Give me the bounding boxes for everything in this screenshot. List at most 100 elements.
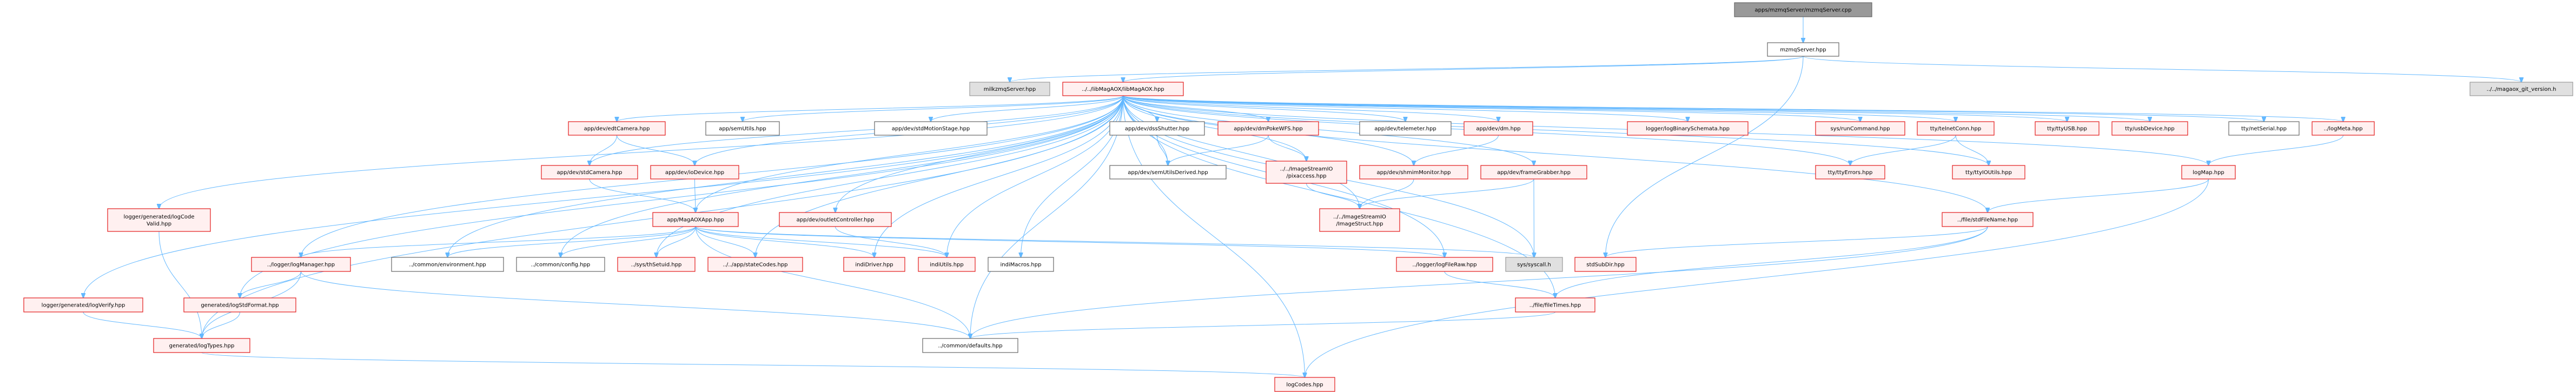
node-box[interactable] xyxy=(1319,208,1400,232)
node-box[interactable] xyxy=(1359,165,1468,180)
node-box[interactable] xyxy=(1952,165,2025,180)
node-box[interactable] xyxy=(1480,165,1587,180)
node-sys-syscall-h[interactable]: sys/syscall.h xyxy=(1505,257,1563,272)
node-tty-usbdevice-hpp[interactable]: tty/usbDevice.hpp xyxy=(2111,121,2188,136)
node-indimacros-hpp[interactable]: indiMacros.hpp xyxy=(988,257,1054,272)
node-app-dev-iodevice-hpp[interactable]: app/dev/ioDevice.hpp xyxy=(650,165,739,180)
node-logger-generated-logverify-hpp[interactable]: logger/generated/logVerify.hpp xyxy=(23,297,143,313)
node-box[interactable] xyxy=(874,121,988,136)
node-box[interactable] xyxy=(107,208,211,232)
node-box[interactable] xyxy=(1767,42,1839,57)
node-app-magaoxapp-hpp[interactable]: app/MagAOXApp.hpp xyxy=(652,212,739,227)
node-box[interactable] xyxy=(1062,82,1184,96)
node-app-dev-dssshutter-hpp[interactable]: app/dev/dssShutter.hpp xyxy=(1109,121,1205,136)
node-box[interactable] xyxy=(1734,2,1872,17)
node-tty-telnetconn-hpp[interactable]: tty/telnetConn.hpp xyxy=(1917,121,1995,136)
node-tty-ttyioutils-hpp[interactable]: tty/ttyIOUtils.hpp xyxy=(1952,165,2025,180)
node-box[interactable] xyxy=(2035,121,2100,136)
node-box[interactable] xyxy=(707,257,803,272)
node-box[interactable] xyxy=(251,257,351,272)
node-sys-runcommand-hpp[interactable]: sys/runCommand.hpp xyxy=(1815,121,1905,136)
node-logger-logbinaryschemata-hpp[interactable]: logger/logBinarySchemata.hpp xyxy=(1627,121,1749,136)
node-app-dev-semutilsderived-hpp[interactable]: app/dev/semUtilsDerived.hpp xyxy=(1109,165,1227,180)
node-box[interactable] xyxy=(2228,121,2300,136)
node-tty-ttyerrors-hpp[interactable]: tty/ttyErrors.hpp xyxy=(1815,165,1885,180)
node-app-dev-telemeter-hpp[interactable]: app/dev/telemeter.hpp xyxy=(1359,121,1452,136)
node-app-dev-dmpokewfs-hpp[interactable]: app/dev/dmPokeWFS.hpp xyxy=(1217,121,1319,136)
node-box[interactable] xyxy=(391,257,504,272)
node-box[interactable] xyxy=(779,212,892,227)
node-box[interactable] xyxy=(922,338,1018,353)
node-generated-logstdformat-hpp[interactable]: generated/logStdFormat.hpp xyxy=(183,297,296,313)
node-file-filetimes-hpp[interactable]: ../file/fileTimes.hpp xyxy=(1515,297,1595,313)
node-app-dev-stdmotionstage-hpp[interactable]: app/dev/stdMotionStage.hpp xyxy=(874,121,988,136)
node-box[interactable] xyxy=(988,257,1054,272)
node-box[interactable] xyxy=(652,212,739,227)
node-box[interactable] xyxy=(2312,121,2375,136)
node-logmeta-hpp[interactable]: ../logMeta.hpp xyxy=(2312,121,2375,136)
node-file-stdfilename-hpp[interactable]: ../file/stdFileName.hpp xyxy=(1942,212,2034,227)
node-box[interactable] xyxy=(1464,121,1533,136)
node-box[interactable] xyxy=(1942,212,2034,227)
node-logmap-hpp[interactable]: logMap.hpp xyxy=(2181,165,2236,180)
node-app-semutils-hpp[interactable]: app/semUtils.hpp xyxy=(705,121,780,136)
node-box[interactable] xyxy=(1359,121,1452,136)
node-box[interactable] xyxy=(1627,121,1749,136)
node-box[interactable] xyxy=(1574,257,1637,272)
node-common-defaults-hpp[interactable]: ../common/defaults.hpp xyxy=(922,338,1018,353)
node-box[interactable] xyxy=(23,297,143,313)
node-logger-logfileraw-hpp[interactable]: ../logger/logFileRaw.hpp xyxy=(1396,257,1493,272)
node-box[interactable] xyxy=(1266,161,1347,184)
node-box[interactable] xyxy=(650,165,739,180)
node-box[interactable] xyxy=(617,257,696,272)
node-milkzmqserver-hpp[interactable]: milkzmqServer.hpp xyxy=(969,82,1050,96)
node-box[interactable] xyxy=(1917,121,1995,136)
node-box[interactable] xyxy=(1515,297,1595,313)
node-logcodes-hpp[interactable]: logCodes.hpp xyxy=(1274,377,1335,392)
node-box[interactable] xyxy=(1505,257,1563,272)
node-sys-thsetuid-hpp[interactable]: ../sys/thSetuid.hpp xyxy=(617,257,696,272)
node-box[interactable] xyxy=(1815,165,1885,180)
node-indidriver-hpp[interactable]: indiDriver.hpp xyxy=(843,257,905,272)
node-common-environment-hpp[interactable]: ../common/environment.hpp xyxy=(391,257,504,272)
node-box[interactable] xyxy=(1815,121,1905,136)
node-apps-mzmqserver-mzmqserver-cpp[interactable]: apps/mzmqServer/mzmqServer.cpp xyxy=(1734,2,1872,17)
node-box[interactable] xyxy=(1396,257,1493,272)
node-app-dev-framegrabber-hpp[interactable]: app/dev/frameGrabber.hpp xyxy=(1480,165,1587,180)
node-app-dev-edtcamera-hpp[interactable]: app/dev/edtCamera.hpp xyxy=(568,121,666,136)
node-tty-ttyusb-hpp[interactable]: tty/ttyUSB.hpp xyxy=(2035,121,2100,136)
node-generated-logtypes-hpp[interactable]: generated/logTypes.hpp xyxy=(153,338,250,353)
node-box[interactable] xyxy=(153,338,250,353)
node-box[interactable] xyxy=(183,297,296,313)
node-app-dev-dm-hpp[interactable]: app/dev/dm.hpp xyxy=(1464,121,1533,136)
node-box[interactable] xyxy=(918,257,976,272)
node-imagestreamio-pixaccess-hpp[interactable]: ../../ImageStreamIO/pixaccess.hpp xyxy=(1266,161,1347,184)
node-mzmqserver-hpp[interactable]: mzmqServer.hpp xyxy=(1767,42,1839,57)
node-box[interactable] xyxy=(1274,377,1335,392)
node-box[interactable] xyxy=(1109,121,1205,136)
node-logger-logmanager-hpp[interactable]: ../logger/logManager.hpp xyxy=(251,257,351,272)
node-box[interactable] xyxy=(969,82,1050,96)
node-indiutils-hpp[interactable]: indiUtils.hpp xyxy=(918,257,976,272)
node-app-dev-stdcamera-hpp[interactable]: app/dev/stdCamera.hpp xyxy=(541,165,638,180)
node-app-dev-outletcontroller-hpp[interactable]: app/dev/outletController.hpp xyxy=(779,212,892,227)
node-app-statecodes-hpp[interactable]: ../../app/stateCodes.hpp xyxy=(707,257,803,272)
node-box[interactable] xyxy=(516,257,605,272)
node-box[interactable] xyxy=(2181,165,2236,180)
node-box[interactable] xyxy=(1217,121,1319,136)
node-box[interactable] xyxy=(843,257,905,272)
node-box[interactable] xyxy=(2469,82,2573,96)
node-box[interactable] xyxy=(1109,165,1227,180)
node-libmagaox-libmagaox-hpp[interactable]: ../../libMagAOX/libMagAOX.hpp xyxy=(1062,82,1184,96)
node-magaox-git-version-h[interactable]: ../../magaox_git_version.h xyxy=(2469,82,2573,96)
node-stdsubdir-hpp[interactable]: stdSubDir.hpp xyxy=(1574,257,1637,272)
node-box[interactable] xyxy=(541,165,638,180)
node-box[interactable] xyxy=(2111,121,2188,136)
node-imagestreamio-imagestruct-hpp[interactable]: ../../ImageStreamIO/ImageStruct.hpp xyxy=(1319,208,1400,232)
node-box[interactable] xyxy=(705,121,780,136)
node-box[interactable] xyxy=(568,121,666,136)
node-tty-netserial-hpp[interactable]: tty/netSerial.hpp xyxy=(2228,121,2300,136)
node-app-dev-shmimmonitor-hpp[interactable]: app/dev/shmimMonitor.hpp xyxy=(1359,165,1468,180)
node-common-config-hpp[interactable]: ../common/config.hpp xyxy=(516,257,605,272)
